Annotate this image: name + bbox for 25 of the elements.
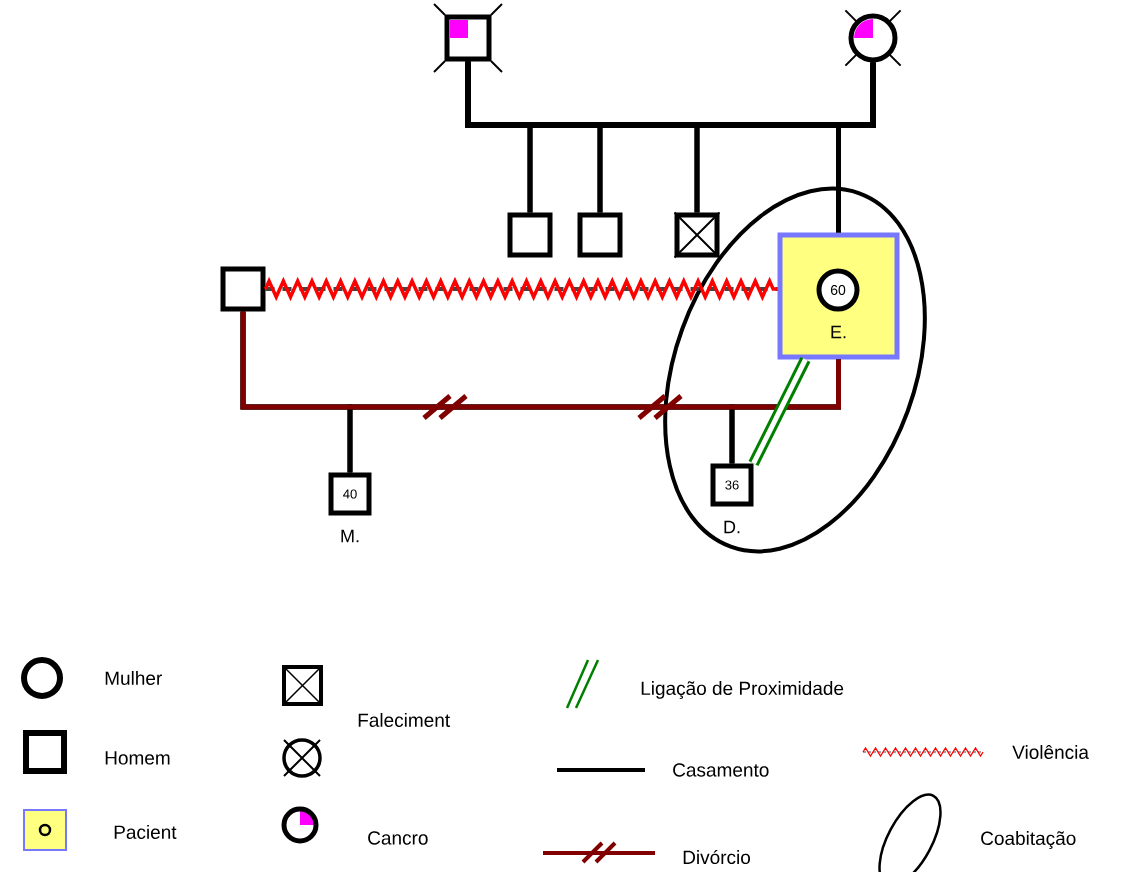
- legend-label: Faleciment: [358, 713, 450, 727]
- beside-label: M.: [341, 529, 359, 543]
- violence-zigzag-line: [264, 276, 779, 302]
- beside-label: D.: [724, 520, 740, 534]
- deceased-female-circle: [844, 9, 902, 67]
- closeness-double-line: [748, 357, 811, 466]
- legend-label: Coabitação: [981, 831, 1076, 849]
- male-square: 40: [328, 472, 372, 516]
- descent-line: [836, 62, 876, 233]
- legend-label: Homem: [105, 751, 170, 765]
- male-square: [577, 212, 623, 258]
- legend-label: Pacient: [114, 825, 177, 839]
- legend-label: Divórcio: [683, 849, 750, 865]
- marriage-line: [465, 61, 876, 128]
- male-square: 36: [710, 463, 754, 507]
- male-square: [507, 212, 553, 258]
- deceased-male-square: [673, 211, 721, 259]
- legend-label: Mulher: [105, 671, 162, 685]
- legend-label: Casamento: [673, 763, 769, 777]
- male-square: [220, 266, 266, 312]
- legend-label: Cancro: [368, 831, 428, 845]
- deceased-male-square: [433, 3, 503, 73]
- legend-label: Violência: [1012, 745, 1089, 759]
- divorce-line: [240, 309, 841, 421]
- legend-label: Ligação de Proximidade: [641, 681, 844, 699]
